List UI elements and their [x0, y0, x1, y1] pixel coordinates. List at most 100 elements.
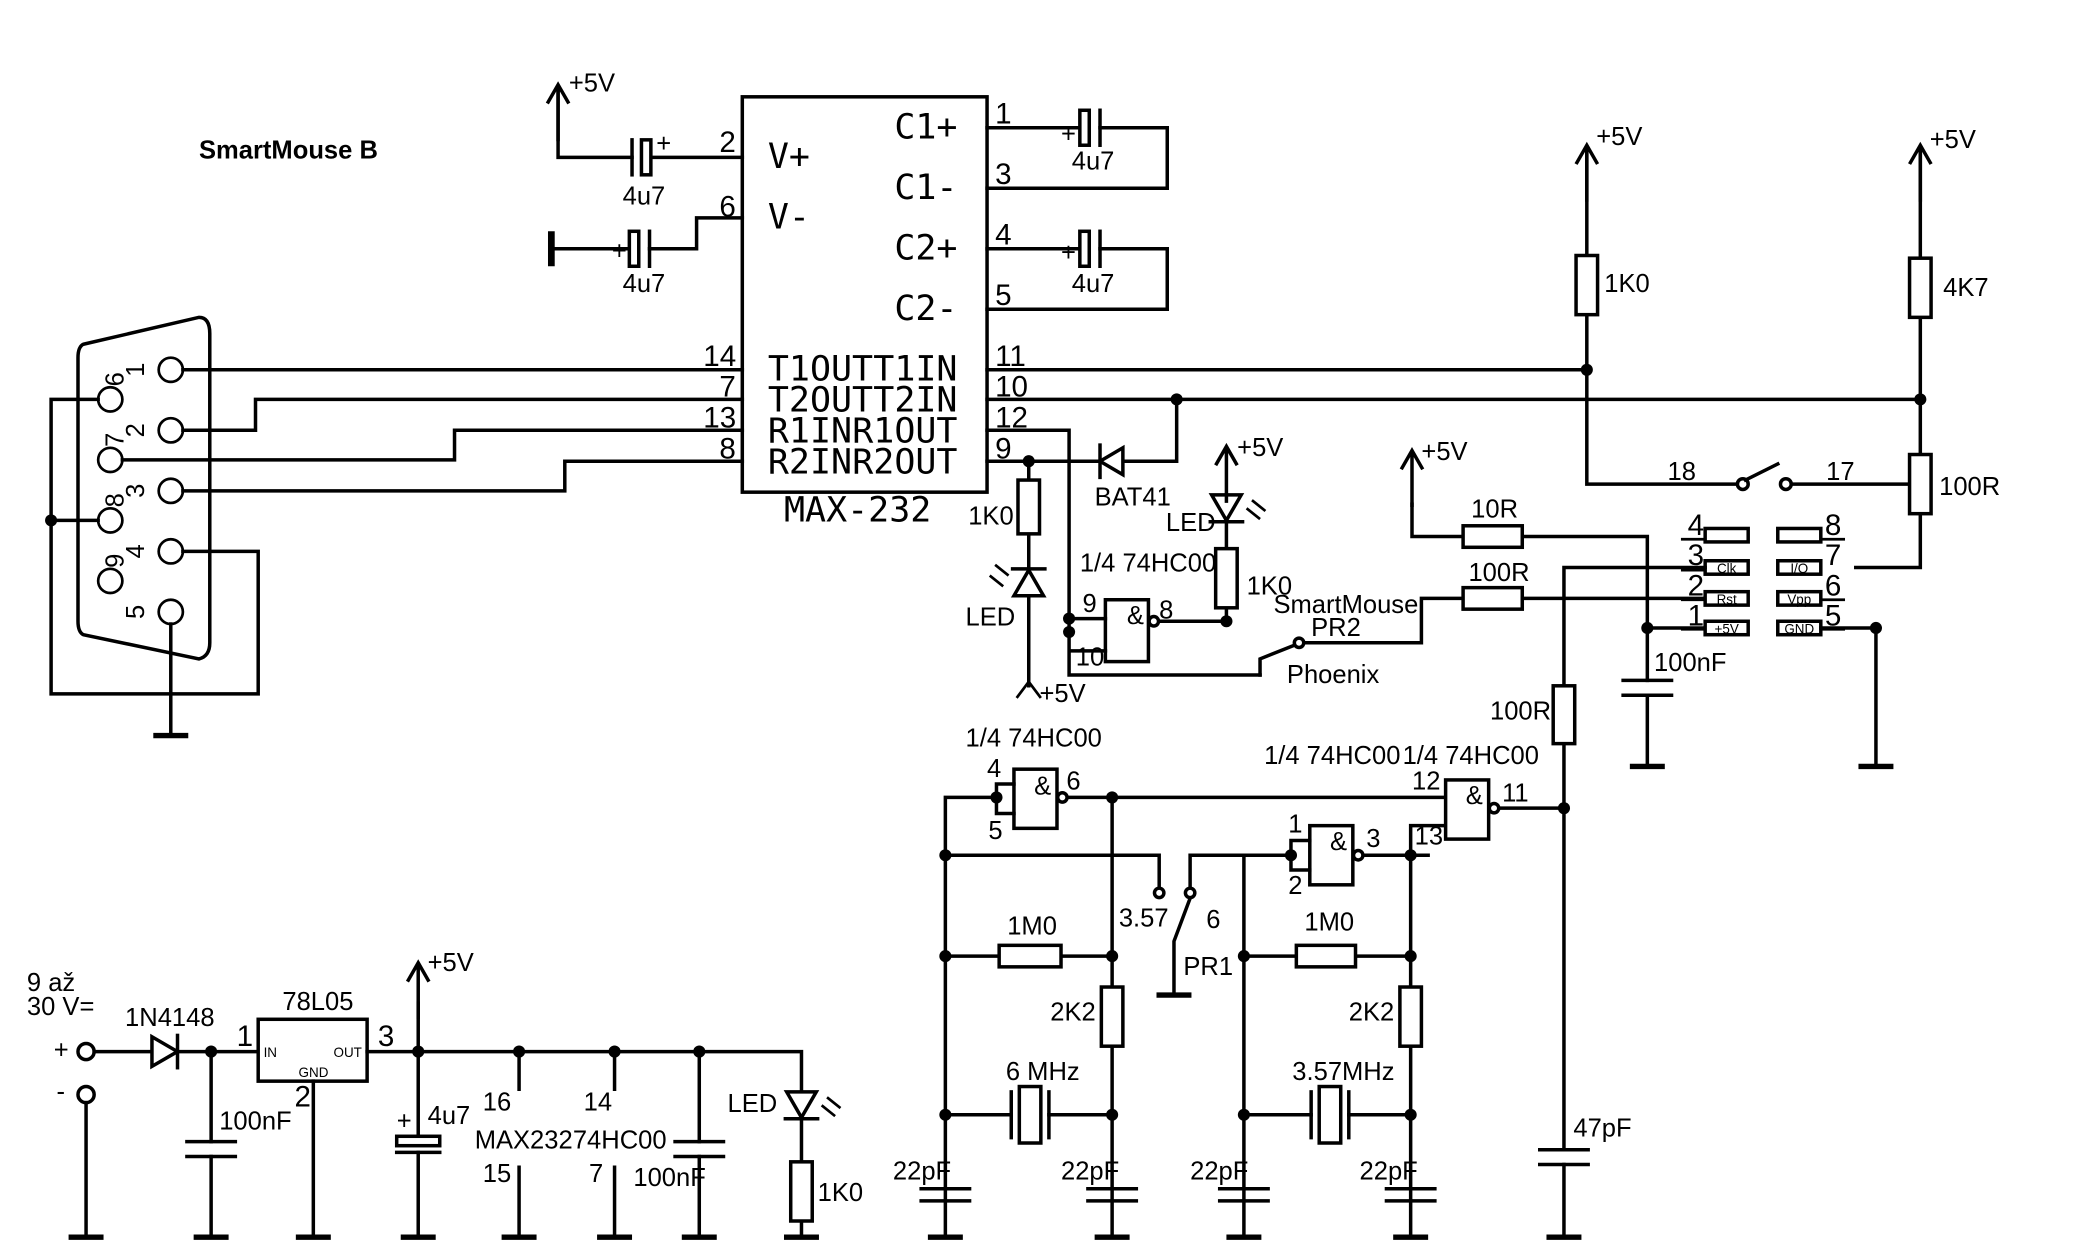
- regulator-pin-label: GND: [299, 1065, 329, 1080]
- gate-label: 1/4 74HC00: [1403, 742, 1539, 770]
- db9-pin-label: 7: [102, 433, 130, 447]
- supply-label: +5V: [1930, 126, 1976, 154]
- led-indicator-2: +5V LED 1K0: [1166, 434, 1292, 624]
- resistor-value: 100R: [1490, 697, 1551, 725]
- cap-value: 100nF: [1654, 649, 1726, 677]
- supply-pin: 7: [589, 1160, 603, 1188]
- resistor-value: 2K2: [1050, 999, 1095, 1027]
- nand-gate-2: & 1/4 74HC00 4 5 6: [943, 724, 1448, 1239]
- pin-number: 8: [719, 433, 735, 466]
- pullup-1k0: +5V 1K0: [1574, 123, 1740, 486]
- resistor-value: 1K0: [1604, 270, 1649, 298]
- switch-label: PR1: [1183, 953, 1233, 981]
- db9-pin-label: 4: [122, 544, 150, 558]
- ic-name: 74HC00: [573, 1126, 667, 1154]
- input-plus: +: [54, 1036, 69, 1064]
- card-contact-label: +5V: [1715, 621, 1739, 636]
- oscillator-6mhz: 1M0 2K2 3.57 6 MHz 22pF 22pF: [893, 849, 1169, 1237]
- max232-chip: V+ V- T1OUT T2OUT R1IN R2IN C1+ C1- C2+ …: [703, 95, 1028, 531]
- nand-symbol: &: [1034, 773, 1051, 801]
- led-indicator-1: 1K0 LED +5V: [966, 459, 1086, 708]
- max232-pin-c1plus: C1+: [894, 108, 957, 148]
- svg-text:+: +: [397, 1108, 412, 1136]
- supply-pin: 16: [483, 1089, 511, 1117]
- led-label: LED: [728, 1090, 778, 1118]
- gate-pin: 2: [1288, 872, 1302, 900]
- diagram-title: SmartMouse B: [199, 137, 378, 165]
- regulator-label: 78L05: [282, 988, 353, 1016]
- cap-value: 100nF: [633, 1164, 705, 1192]
- input-voltage: 9 až: [27, 969, 75, 997]
- supply-label: +5V: [1237, 434, 1283, 462]
- nand-symbol: &: [1466, 782, 1483, 810]
- switch-label: Phoenix: [1287, 661, 1380, 689]
- supply-label: +5V: [569, 69, 615, 97]
- resistor-value: 100R: [1939, 473, 2000, 501]
- supply-label: +5V: [1040, 680, 1086, 708]
- db9-pin-label: 5: [122, 605, 150, 619]
- pin-number: 11: [995, 340, 1026, 373]
- gate-label: 1/4 74HC00: [966, 724, 1102, 752]
- db9-pin-label: 3: [122, 484, 150, 498]
- diode-label: BAT41: [1095, 484, 1171, 512]
- vplus-capacitor: + +5V 4u7: [545, 69, 745, 210]
- supply-pin: 14: [584, 1089, 612, 1117]
- c2-capacitor: + 4u7: [985, 229, 1170, 312]
- input-voltage: 30 V=: [27, 993, 94, 1021]
- regulator-pin-label: IN: [264, 1045, 277, 1060]
- gate-pin: 10: [1076, 644, 1104, 672]
- svg-text:+: +: [656, 130, 671, 158]
- max232-pin-c1minus: C1-: [894, 168, 957, 208]
- cap-value: 4u7: [428, 1102, 471, 1130]
- ic-name: MAX232: [475, 1126, 573, 1154]
- pin-number: 6: [719, 190, 735, 223]
- card-contact-label: Rst: [1717, 592, 1737, 607]
- card-contact-label: Clk: [1717, 561, 1737, 576]
- supply-pin: 15: [483, 1160, 511, 1188]
- max232-pin-t1in: T1IN: [873, 350, 957, 390]
- max232-pin-c2minus: C2-: [894, 289, 957, 329]
- nand-symbol: &: [1127, 602, 1144, 630]
- cap-value: 4u7: [623, 182, 666, 210]
- pullup-4k7: +5V 4K7 100R: [1854, 126, 2000, 570]
- crystal-label: 3.57MHz: [1292, 1058, 1394, 1086]
- nand-gate-1: & 1/4 74HC00 9 10 8: [1063, 550, 1262, 677]
- resistor-value: 1K0: [1247, 572, 1292, 600]
- pr2-switch: SmartMouse PR2 Phoenix: [1258, 591, 1465, 689]
- svg-text:+: +: [1061, 121, 1076, 149]
- max232-pin-vminus: V-: [768, 198, 810, 238]
- db9-pin-label: 8: [102, 493, 130, 507]
- db9-pin-label: 9: [102, 554, 130, 568]
- card-pin: 3: [1688, 539, 1704, 572]
- regulator-pin: 2: [295, 1081, 311, 1114]
- cap-value: 22pF: [893, 1157, 951, 1185]
- input-minus: -: [56, 1078, 65, 1106]
- switch-pin: 17: [1826, 458, 1854, 486]
- gate-pin: 6: [1066, 767, 1080, 795]
- gate-pin: 12: [1412, 767, 1440, 795]
- card-pin: 8: [1825, 509, 1841, 542]
- pin-number: 5: [995, 279, 1011, 312]
- switch-18-17: 18 17: [1668, 458, 1923, 492]
- db9-pin-label: 2: [122, 423, 150, 437]
- max232-pin-r2out: R2OUT: [852, 442, 957, 482]
- max232-pin-r2in: R2IN: [768, 442, 852, 482]
- gate-pin: 3: [1366, 825, 1380, 853]
- switch-label: SmartMouse: [1273, 591, 1418, 619]
- switch-pin: 18: [1668, 458, 1696, 486]
- card-pin: 1: [1688, 599, 1704, 632]
- db9-pin-label: 1: [122, 363, 150, 377]
- regulator-pin-label: OUT: [334, 1045, 362, 1060]
- cap-value: 22pF: [1061, 1157, 1119, 1185]
- card-pin: 7: [1825, 539, 1841, 572]
- crystal-label: 6 MHz: [1006, 1058, 1080, 1086]
- card-power-10r: +5V 10R 100nF: [1399, 438, 1726, 767]
- svg-text:+: +: [1061, 239, 1076, 267]
- max232-pin-r1in: R1IN: [768, 411, 852, 451]
- gate-label: 1/4 74HC00: [1080, 550, 1216, 578]
- c1-capacitor: + 4u7: [985, 108, 1170, 191]
- resistor-value: 2K2: [1349, 999, 1394, 1027]
- pr1-switch: 6 PR1: [1152, 853, 1293, 998]
- pin-number: 2: [719, 126, 735, 159]
- card-pin: 6: [1825, 570, 1841, 603]
